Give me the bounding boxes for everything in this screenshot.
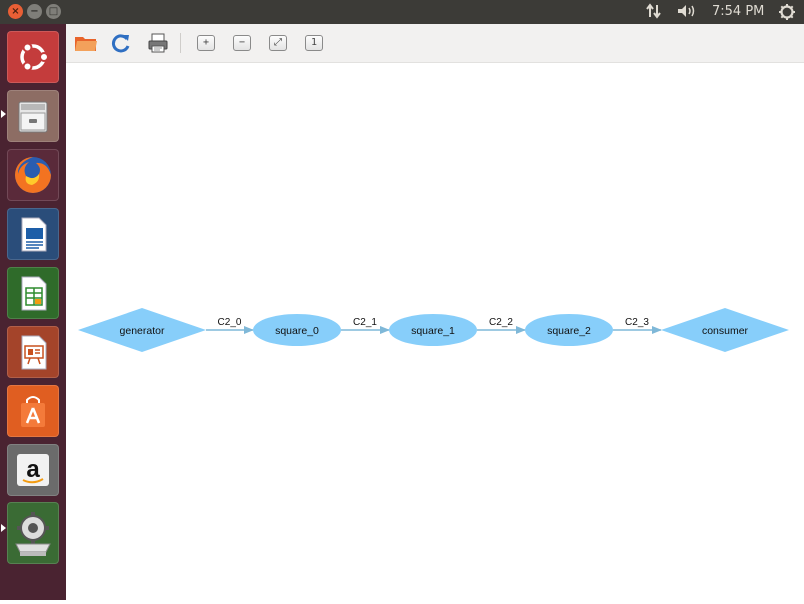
toolbar-separator [180, 33, 181, 53]
software-center-launcher[interactable] [7, 385, 59, 437]
network-icon[interactable] [645, 3, 663, 23]
graph-diagram: C2_0 C2_1 C2_2 C2_3 generator square_0 square… [78, 308, 789, 352]
edge-label: C2_0 [218, 317, 242, 328]
zoom-out-icon: − [233, 35, 251, 51]
print-button[interactable] [146, 32, 170, 54]
impress-launcher[interactable] [7, 326, 59, 378]
firefox-launcher[interactable] [7, 149, 59, 201]
zoom-fit-icon: ⤢ [269, 35, 287, 51]
node-label: consumer [702, 325, 749, 337]
graph-canvas[interactable]: C2_0 C2_1 C2_2 C2_3 generator square_0 square… [66, 62, 804, 600]
printer-icon [148, 33, 168, 53]
window-maximize-button[interactable]: □ [46, 4, 61, 19]
node-label: square_1 [411, 325, 455, 337]
window-close-button[interactable]: × [8, 4, 23, 19]
amazon-icon: a [17, 454, 49, 486]
app-window: + − ⤢ 1 C2_0 C2_1 C2_2 C2_3 generator square… [66, 24, 804, 600]
node-square_2[interactable] [525, 314, 613, 346]
zoom-reset-button[interactable]: 1 [302, 32, 326, 54]
shopping-bag-icon [21, 396, 45, 427]
node-label: square_0 [275, 325, 319, 337]
edge-label: C2_1 [353, 317, 377, 328]
node-square_1[interactable] [389, 314, 477, 346]
file-cabinet-icon [18, 101, 48, 133]
ubuntu-dash-button[interactable] [7, 31, 59, 83]
node-label: square_2 [547, 325, 591, 337]
amazon-launcher[interactable]: a [7, 444, 59, 496]
node-consumer[interactable] [661, 308, 789, 352]
svg-text:a: a [26, 456, 40, 483]
node-square_0[interactable] [253, 314, 341, 346]
zoom-100-icon: 1 [305, 35, 323, 51]
node-label: generator [120, 325, 165, 337]
power-gear-icon[interactable] [778, 3, 796, 25]
system-settings-launcher[interactable] [7, 502, 59, 564]
writer-document-icon [21, 217, 47, 252]
volume-icon[interactable] [676, 3, 698, 23]
zoom-out-button[interactable]: − [230, 32, 254, 54]
writer-launcher[interactable] [7, 208, 59, 260]
zoom-in-button[interactable]: + [194, 32, 218, 54]
reload-icon [112, 34, 130, 53]
folder-open-icon [75, 37, 97, 51]
zoom-in-icon: + [197, 35, 215, 51]
zoom-fit-button[interactable]: ⤢ [266, 32, 290, 54]
top-panel: × − □ 7:54 PM [0, 0, 804, 24]
node-generator[interactable] [78, 308, 206, 352]
calc-launcher[interactable] [7, 267, 59, 319]
open-folder-button[interactable] [74, 32, 98, 54]
impress-presentation-icon [21, 335, 47, 370]
launcher: a [0, 24, 66, 600]
edge-label: C2_2 [489, 317, 513, 328]
firefox-icon [15, 157, 51, 193]
ubuntu-logo-icon [20, 42, 49, 72]
edge-label: C2_3 [625, 317, 649, 328]
reload-button[interactable] [109, 32, 133, 54]
toolbar: + − ⤢ 1 [66, 24, 804, 63]
calc-spreadsheet-icon [21, 276, 47, 311]
window-minimize-button[interactable]: − [27, 4, 42, 19]
running-indicator [1, 110, 6, 118]
running-indicator [1, 524, 6, 532]
files-launcher[interactable] [7, 90, 59, 142]
settings-gear-icon [15, 512, 51, 556]
clock[interactable]: 7:54 PM [712, 4, 765, 19]
